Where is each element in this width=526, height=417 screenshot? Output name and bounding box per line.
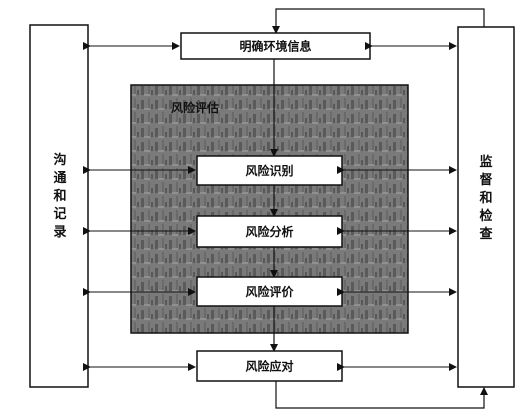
feedback-loop-bottom	[275, 381, 488, 409]
establish-context-label: 明确环境信息	[239, 39, 311, 54]
risk-analysis-label: 风险分析	[245, 224, 293, 239]
risk-assessment-title: 风险评估	[171, 100, 219, 115]
risk-treatment-box	[196, 350, 343, 382]
feedback-loop-top	[272, 8, 485, 34]
risk-analysis-box	[196, 215, 343, 248]
monitoring-review-label: 监督和检查	[478, 154, 493, 242]
risk-treatment-label: 风险应对	[245, 359, 293, 374]
monitoring-review-panel	[457, 26, 515, 388]
risk-evaluation-label: 风险评价	[245, 284, 294, 299]
establish-context-box	[180, 32, 371, 60]
risk-identification-box	[196, 155, 343, 186]
risk-identification-label: 风险识别	[245, 163, 293, 178]
communication-consultation-panel	[29, 24, 89, 388]
communication-consultation-label: 沟通和记录	[53, 152, 66, 240]
